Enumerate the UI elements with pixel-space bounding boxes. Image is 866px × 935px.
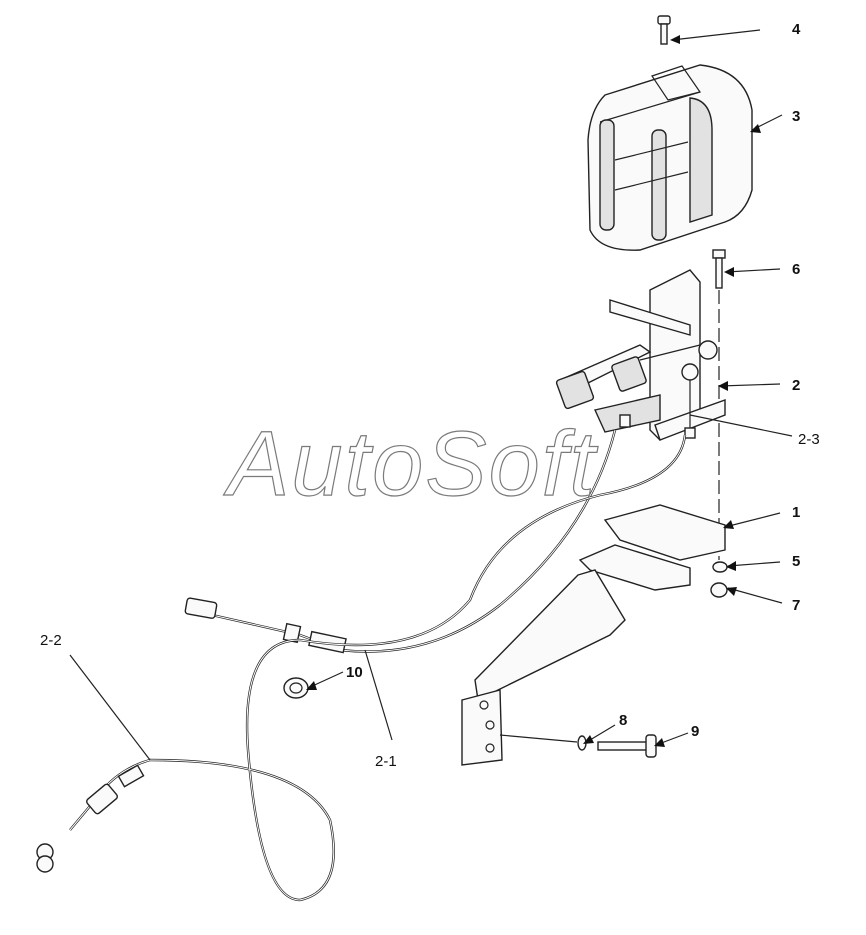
- clamp-part-10: [283, 677, 309, 699]
- screw-part-4: [657, 15, 671, 45]
- callout-7: 7: [792, 597, 800, 614]
- washer-part-5: [712, 561, 728, 573]
- lever-assembly-part-2: [555, 269, 726, 441]
- callout-4: 4: [792, 21, 801, 38]
- callout-5: 5: [792, 553, 800, 570]
- callout-8: 8: [619, 712, 627, 729]
- bolt-part-9: [597, 734, 657, 758]
- bolt-part-6: [712, 249, 726, 560]
- nut-part-7: [710, 582, 728, 598]
- callout-2-1: 2-1: [375, 753, 397, 770]
- bracket-part-1: [461, 504, 726, 766]
- leader-lines: [69, 29, 793, 761]
- callout-6: 6: [792, 261, 800, 278]
- callout-1: 1: [792, 504, 800, 521]
- callout-2: 2: [792, 377, 800, 394]
- callout-9: 9: [691, 723, 699, 740]
- callout-3: 3: [792, 108, 800, 125]
- cable-2-1: [184, 429, 617, 654]
- cover-part-3: [587, 64, 753, 251]
- callout-2-3: 2-3: [798, 431, 820, 448]
- callout-2-2: 2-2: [40, 632, 62, 649]
- watermark: AutoSoft: [223, 413, 598, 515]
- cable-2-2: [36, 434, 687, 902]
- callout-10: 10: [346, 664, 363, 681]
